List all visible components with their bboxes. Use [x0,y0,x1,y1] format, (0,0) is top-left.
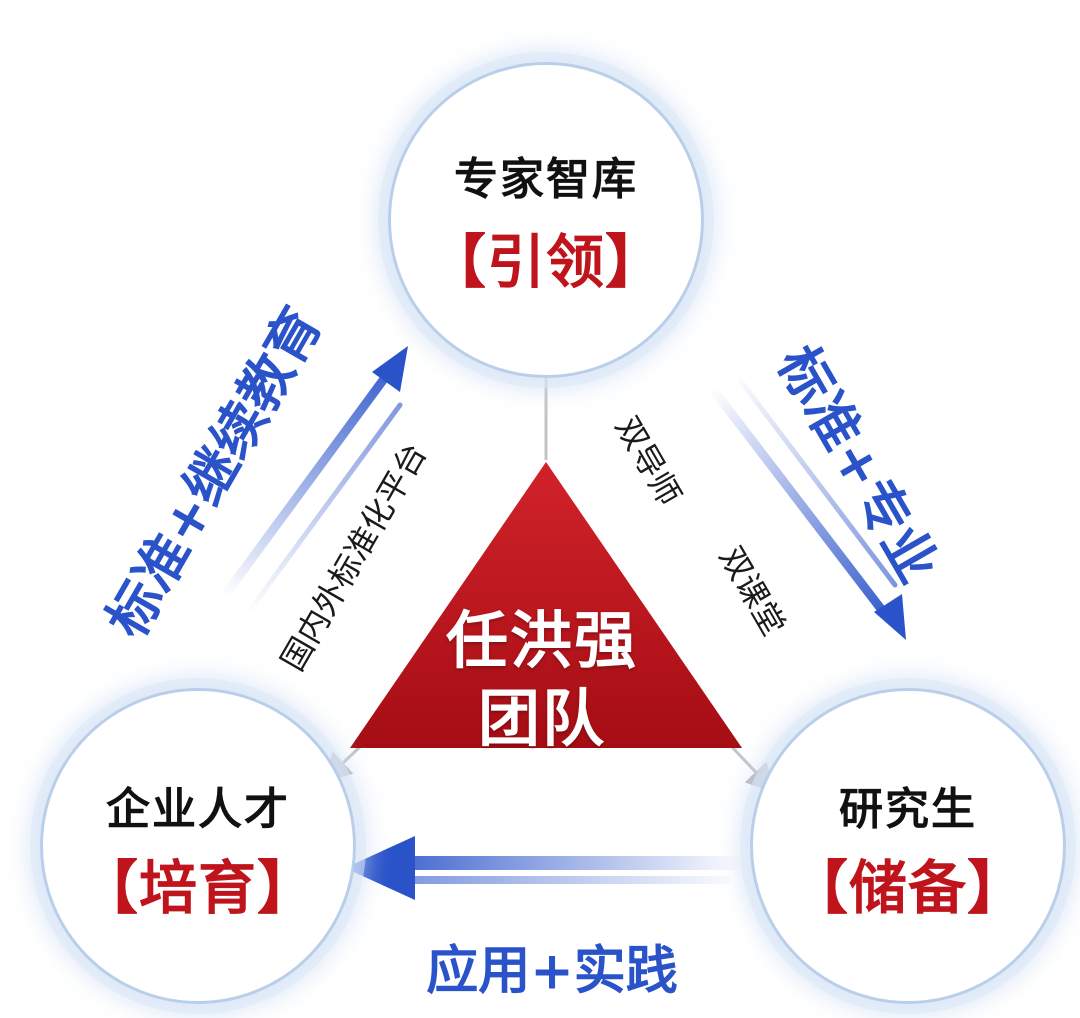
arrow-up-right-icon [220,346,408,613]
connector-to-right [728,743,777,794]
node-title: 研究生 [839,784,977,835]
node-expert-think-tank: 专家智库 【引领】 [388,62,704,378]
node-title: 企业人才 [106,784,290,835]
center-title-line2: 团队 [477,682,606,755]
node-role: 【引领】 [427,228,664,296]
arrow-down-right-icon [710,377,906,640]
center-title-line1: 任洪强 [445,604,638,677]
node-graduate-students: 研究生 【储备】 [750,688,1066,1004]
node-role: 【培育】 [79,854,316,922]
node-role: 【储备】 [789,854,1026,922]
arrow-left-icon [345,836,745,900]
flow-label-bottom: 应用+实践 [426,941,678,1002]
node-title: 专家智库 [454,154,638,205]
center-triangle [350,462,742,748]
node-enterprise-talent: 企业人才 【培育】 [40,688,356,1004]
